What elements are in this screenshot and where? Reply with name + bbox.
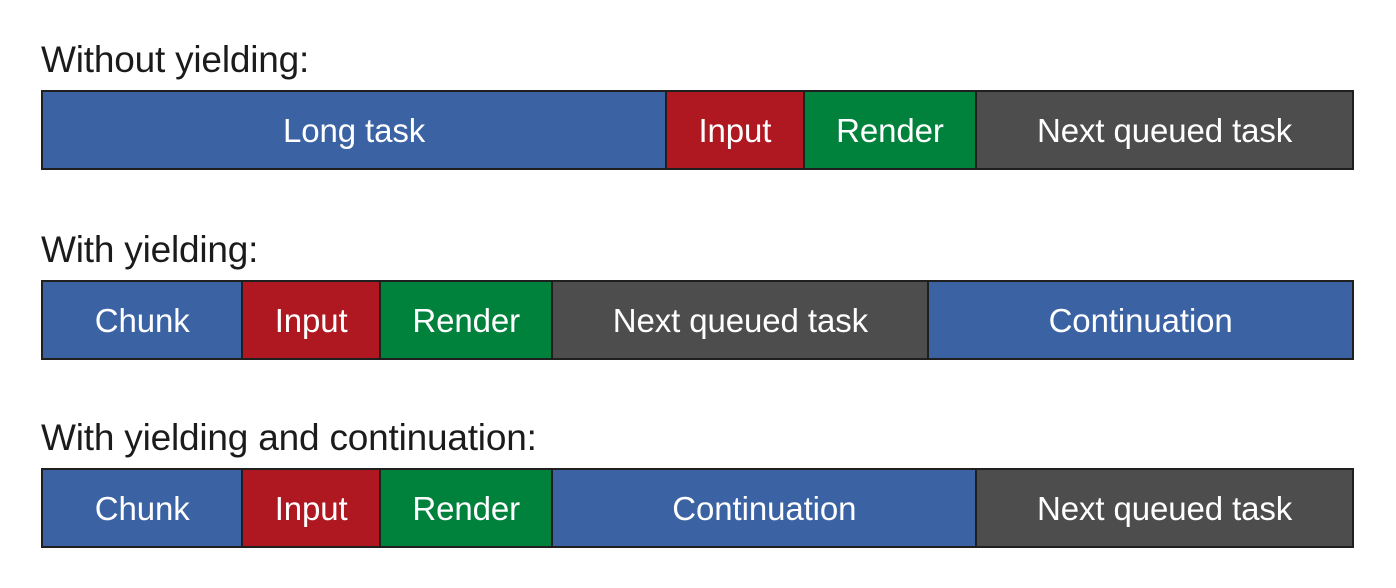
segment-render: Render [380, 470, 554, 546]
timeline-row-without-yielding: Without yielding: Long task Input Render… [41, 40, 1354, 170]
segment-input: Input [667, 92, 805, 168]
timeline-row-with-yielding-and-continuation: With yielding and continuation: Chunk In… [41, 418, 1354, 548]
segment-input: Input [243, 470, 381, 546]
segment-long-task: Long task [43, 92, 668, 168]
timeline-bar-without-yielding: Long task Input Render Next queued task [41, 90, 1354, 170]
segment-continuation: Continuation [929, 282, 1352, 358]
timeline-bar-with-yielding: Chunk Input Render Next queued task Cont… [41, 280, 1354, 360]
row-label-without-yielding: Without yielding: [41, 39, 310, 80]
segment-render: Render [380, 282, 554, 358]
segment-input: Input [243, 282, 381, 358]
timeline-row-with-yielding: With yielding: Chunk Input Render Next q… [41, 230, 1354, 360]
segment-next-queued-task: Next queued task [977, 470, 1352, 546]
timeline-bar-with-yielding-and-continuation: Chunk Input Render Continuation Next que… [41, 468, 1354, 548]
segment-chunk: Chunk [43, 470, 244, 546]
segment-render: Render [804, 92, 978, 168]
row-label-with-yielding: With yielding: [41, 229, 259, 270]
segment-continuation: Continuation [553, 470, 978, 546]
segment-next-queued-task: Next queued task [977, 92, 1352, 168]
row-label-with-yielding-and-continuation: With yielding and continuation: [41, 417, 537, 458]
segment-next-queued-task: Next queued task [553, 282, 930, 358]
segment-chunk: Chunk [43, 282, 244, 358]
